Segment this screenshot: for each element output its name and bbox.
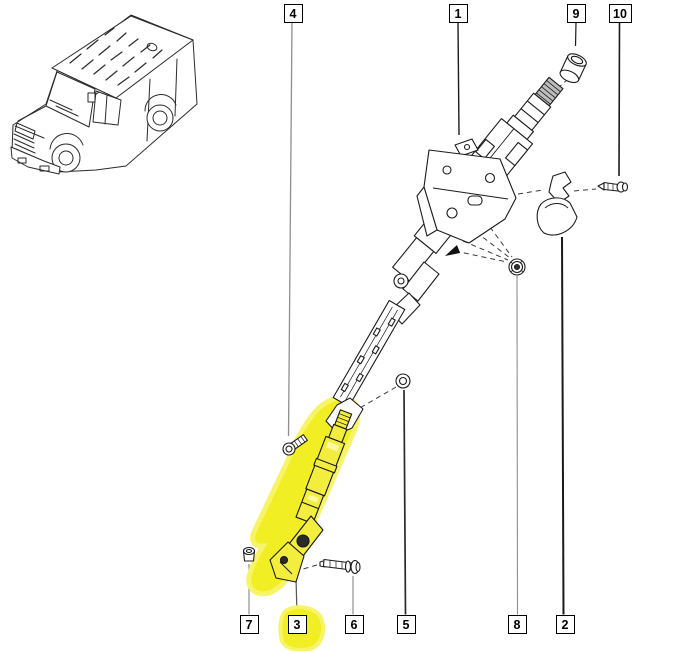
callout-label: 6 [350,617,358,632]
callout-box-8[interactable]: 8 [507,615,527,634]
callout-label: 10 [613,6,627,21]
bolt-part-4 [282,434,308,456]
callout-box-10[interactable]: 10 [608,4,632,23]
steering-column-assembly [325,76,564,435]
callout-box-7[interactable]: 7 [239,615,259,634]
tilt-lever-part-2 [536,171,578,236]
bolt-part-6 [319,558,361,575]
lock-cap-part-9 [559,53,587,84]
callout-box-9[interactable]: 9 [566,4,586,23]
mounting-bracket [416,149,517,244]
callout-label: 1 [454,6,462,21]
callout-box-6[interactable]: 6 [344,615,364,634]
callout-box-3-highlighted[interactable]: 3 [287,615,307,634]
lower-steering-shaft [332,299,406,408]
nut-part-7 [242,546,256,562]
callout-box-1[interactable]: 1 [448,4,468,23]
callout-label: 3 [293,617,301,632]
callout-label: 4 [289,6,297,21]
callout-label: 8 [513,617,521,632]
callout-box-2[interactable]: 2 [555,615,575,634]
grommet-part-8 [508,258,526,276]
callout-label: 9 [572,6,580,21]
callout-label: 7 [245,617,253,632]
callout-box-5[interactable]: 5 [396,615,416,634]
callout-label: 2 [561,617,569,632]
screw-part-10 [597,181,629,193]
nut-part-5 [395,373,411,389]
callout-label: 5 [402,617,410,632]
callout-box-4[interactable]: 4 [283,4,303,23]
pointer-arrowhead [445,245,460,256]
intermediate-shaft-part-3[interactable] [269,408,356,583]
leader-lines [248,22,621,615]
van-illustration [10,14,198,175]
